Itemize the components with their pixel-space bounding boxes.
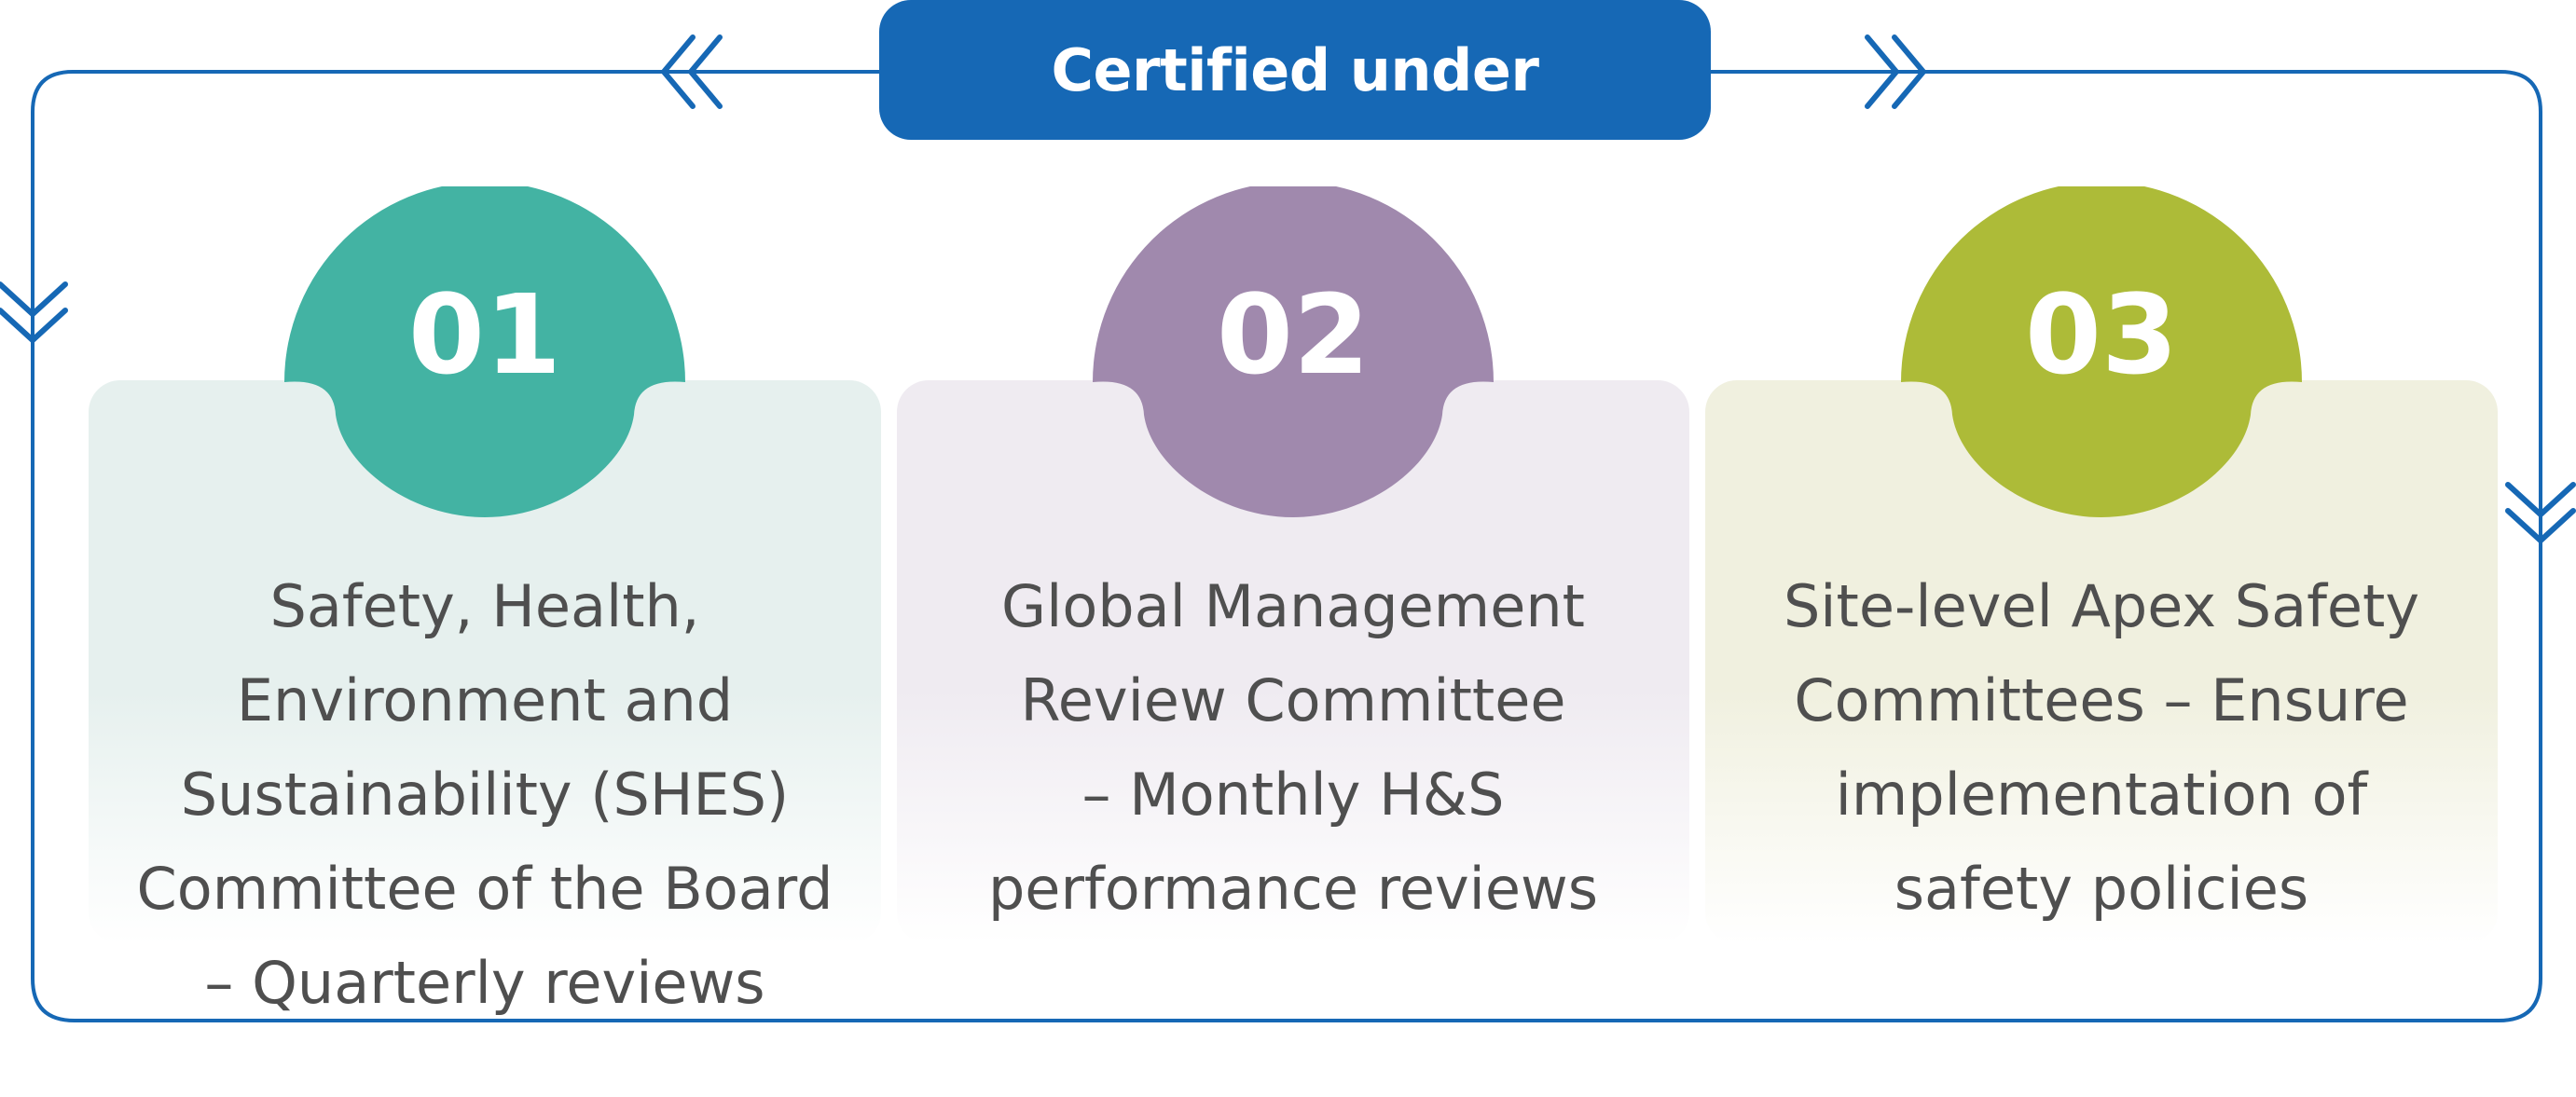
step-text-3: Site-level Apex Safety Committees – Ensu… [1783, 572, 2420, 923]
chevron-down-icon [2505, 482, 2576, 543]
step-badge-3 [1901, 186, 2302, 517]
step-text-1: Safety, Health, Environment and Sustaina… [136, 572, 833, 1017]
step-number-1: 01 [407, 270, 562, 399]
step-badge-2 [1093, 186, 1494, 517]
chevron-right-icon [1865, 34, 1926, 109]
chevron-down-icon [0, 281, 68, 343]
step-badge-1 [284, 186, 685, 517]
step-text-2: Global Management Review Committee – Mon… [987, 572, 1599, 923]
step-number-2: 02 [1216, 270, 1371, 399]
step-number-3: 03 [2024, 270, 2179, 399]
chevron-left-icon [661, 34, 723, 109]
header-title: Certified under [879, 0, 1711, 140]
